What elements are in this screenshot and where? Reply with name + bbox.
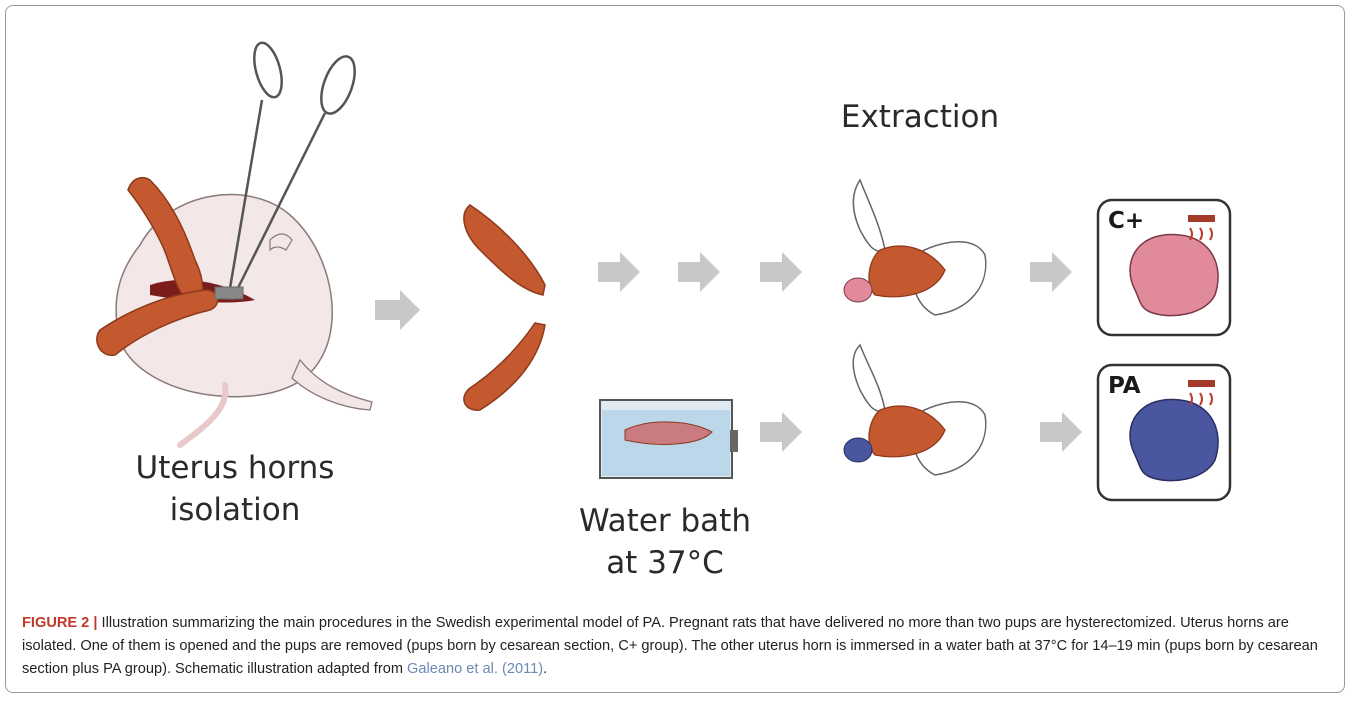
caption-reference-link[interactable]: Galeano et al. (2011) [407,661,543,677]
badge-control: C+ [1108,208,1144,234]
water-bath-icon [600,400,738,478]
figure-caption: FIGURE 2 | Illustration summarizing the … [22,612,1334,681]
label-water-bath: Water bath at 37°C [560,500,770,584]
extraction-uterus [869,246,945,457]
badge-asphyxia: PA [1108,373,1141,399]
caption-end: . [543,661,547,677]
label-uterus-horns-isolation: Uterus horns isolation [120,447,350,531]
label-extraction: Extraction [820,96,1020,138]
figure-label: FIGURE 2 [22,615,89,631]
caption-text: Illustration summarizing the main proced… [22,615,1318,677]
isolated-horns [464,205,545,410]
